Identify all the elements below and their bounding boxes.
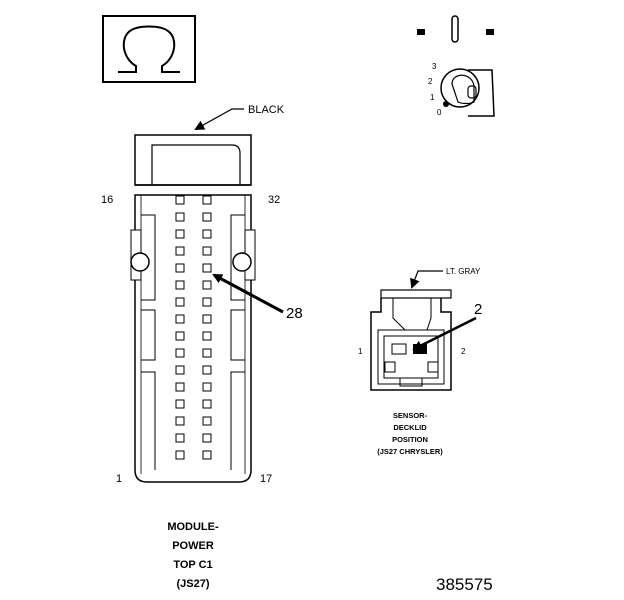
module-connector (130, 134, 256, 483)
sensor-caption-line-2: DECKLID (393, 423, 427, 432)
key-position-1: 1 (430, 93, 435, 102)
sensor-caption-line-3: POSITION (392, 435, 428, 444)
omega-symbol-icon (102, 15, 196, 83)
figure-number: 385575 (436, 575, 493, 594)
sensor-caption-line-1: SENSOR- (393, 411, 428, 420)
module-caption-line-3: TOP C1 (173, 559, 212, 571)
pin-cavity-column-right (202, 195, 212, 460)
key-position-2: 2 (428, 77, 433, 86)
callout-28-arrow (212, 273, 284, 314)
sensor-color-label: LT. GRAY (446, 267, 481, 276)
module-callout-pin: 28 (286, 305, 303, 322)
sensor-caption-line-4: (JS27 CHRYSLER) (377, 447, 443, 456)
module-caption-line-4: (JS27) (176, 578, 209, 590)
sensor-pin-2-label: 2 (461, 347, 466, 356)
module-caption-line-2: POWER (172, 540, 214, 552)
module-pin-16-label: 16 (101, 194, 113, 206)
sensor-caption: SENSOR- DECKLID POSITION (JS27 CHRYSLER) (377, 411, 443, 456)
module-color-label: BLACK (248, 104, 285, 116)
ignition-key-icon: 3 2 1 0 (417, 15, 495, 117)
module-pin-1-label: 1 (116, 473, 122, 485)
sensor-pin-1-label: 1 (358, 347, 363, 356)
module-pin-17-label: 17 (260, 473, 272, 485)
pin-cavity-column-left (175, 195, 185, 460)
key-position-0: 0 (437, 108, 442, 117)
callout-2-arrow (412, 316, 477, 351)
module-caption-line-1: MODULE- (167, 521, 219, 533)
sensor-connector (370, 289, 452, 391)
sensor-callout-pin: 2 (474, 301, 482, 318)
module-pin-32-label: 32 (268, 194, 280, 206)
key-position-3: 3 (432, 62, 437, 71)
module-caption: MODULE- POWER TOP C1 (JS27) (167, 521, 219, 590)
